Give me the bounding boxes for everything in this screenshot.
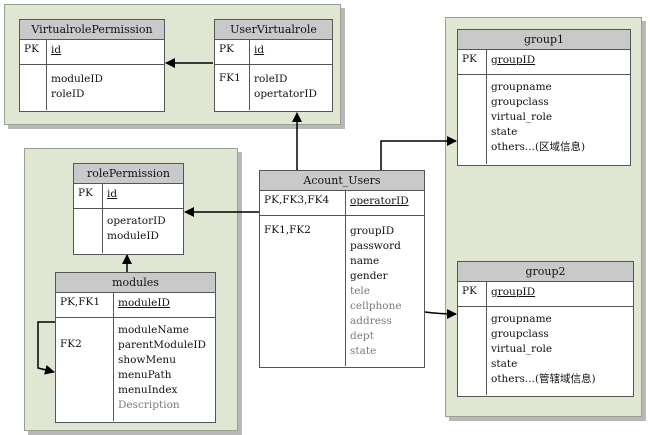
field: groupID: [350, 225, 395, 237]
field: groupname: [491, 313, 552, 325]
field: groupclass: [491, 96, 549, 108]
fk-label: FK1: [215, 65, 250, 110]
field: state: [491, 126, 518, 138]
field: address: [350, 315, 392, 327]
field: parentModuleID: [118, 339, 206, 351]
field: others...(区域信息): [491, 141, 586, 153]
pk-field: operatorID: [350, 195, 409, 207]
entity-title: modules: [56, 273, 215, 293]
entity-title: Acount_Users: [260, 171, 424, 191]
pk-label: PK,FK3,FK4: [260, 191, 346, 215]
field: virtual_role: [491, 111, 553, 123]
field: tele: [350, 285, 371, 297]
field: operatorID: [107, 215, 166, 227]
field: state: [350, 345, 377, 357]
field: state: [491, 358, 518, 370]
field: opertatorID: [254, 88, 317, 100]
entity-title: group2: [458, 262, 633, 282]
fk-label: [74, 209, 103, 253]
fk-label: [458, 307, 487, 395]
field: gender: [350, 270, 388, 282]
field: groupclass: [491, 328, 549, 340]
entity-acount-users: Acount_Users PK,FK3,FK4 operatorID FK1,F…: [259, 170, 425, 368]
fk-label: FK2: [56, 318, 114, 421]
entity-group1: group1 PK groupID groupname groupclass v…: [457, 29, 631, 166]
pk-field: id: [51, 44, 62, 56]
pk-field: moduleID: [118, 297, 170, 309]
link-acountusers-group1: [380, 136, 457, 170]
field: password: [350, 240, 401, 252]
entity-title: group1: [458, 30, 630, 50]
pk-label: PK,FK1: [56, 293, 114, 317]
pk-label: PK: [458, 50, 487, 74]
field: groupname: [491, 81, 552, 93]
pk-label: PK: [215, 40, 250, 64]
field: showMenu: [118, 354, 176, 366]
field: menuPath: [118, 369, 172, 381]
field: roleID: [254, 73, 288, 85]
field: roleID: [51, 88, 85, 100]
field: moduleID: [107, 230, 159, 242]
field: dept: [350, 330, 374, 342]
pk-label: PK: [20, 40, 47, 64]
field: virtual_role: [491, 343, 553, 355]
pk-label: PK: [74, 184, 103, 208]
field: Description: [118, 399, 180, 411]
entity-rolepermission: rolePermission PK id operatorID moduleID: [73, 163, 184, 255]
field: others...(管辖域信息): [491, 373, 596, 385]
link-modules-self: [37, 321, 55, 375]
entity-group2: group2 PK groupID groupname groupclass v…: [457, 261, 634, 397]
pk-field: groupID: [491, 286, 536, 298]
fk-label: [20, 65, 47, 110]
pk-field: id: [107, 188, 118, 200]
entity-title: UserVirtualrole: [215, 20, 332, 40]
field: menuIndex: [118, 384, 178, 396]
entity-title: VirtualrolePermission: [20, 20, 164, 40]
fk-label: FK1,FK2: [260, 216, 346, 366]
entity-uservirtualrole: UserVirtualrole PK id FK1 roleID opertat…: [214, 19, 333, 112]
entity-virtualrolepermission: VirtualrolePermission PK id moduleID rol…: [19, 19, 165, 112]
pk-field: groupID: [491, 54, 536, 66]
field: moduleName: [118, 324, 189, 336]
entity-title: rolePermission: [74, 164, 183, 184]
pk-label: PK: [458, 282, 487, 306]
field: name: [350, 255, 380, 267]
field: moduleID: [51, 73, 103, 85]
link-acountusers-group2: [424, 308, 457, 319]
pk-field: id: [254, 44, 265, 56]
entity-modules: modules PK,FK1 moduleID FK2 moduleName p…: [55, 272, 216, 423]
field: cellphone: [350, 300, 402, 312]
fk-label: [458, 75, 487, 164]
